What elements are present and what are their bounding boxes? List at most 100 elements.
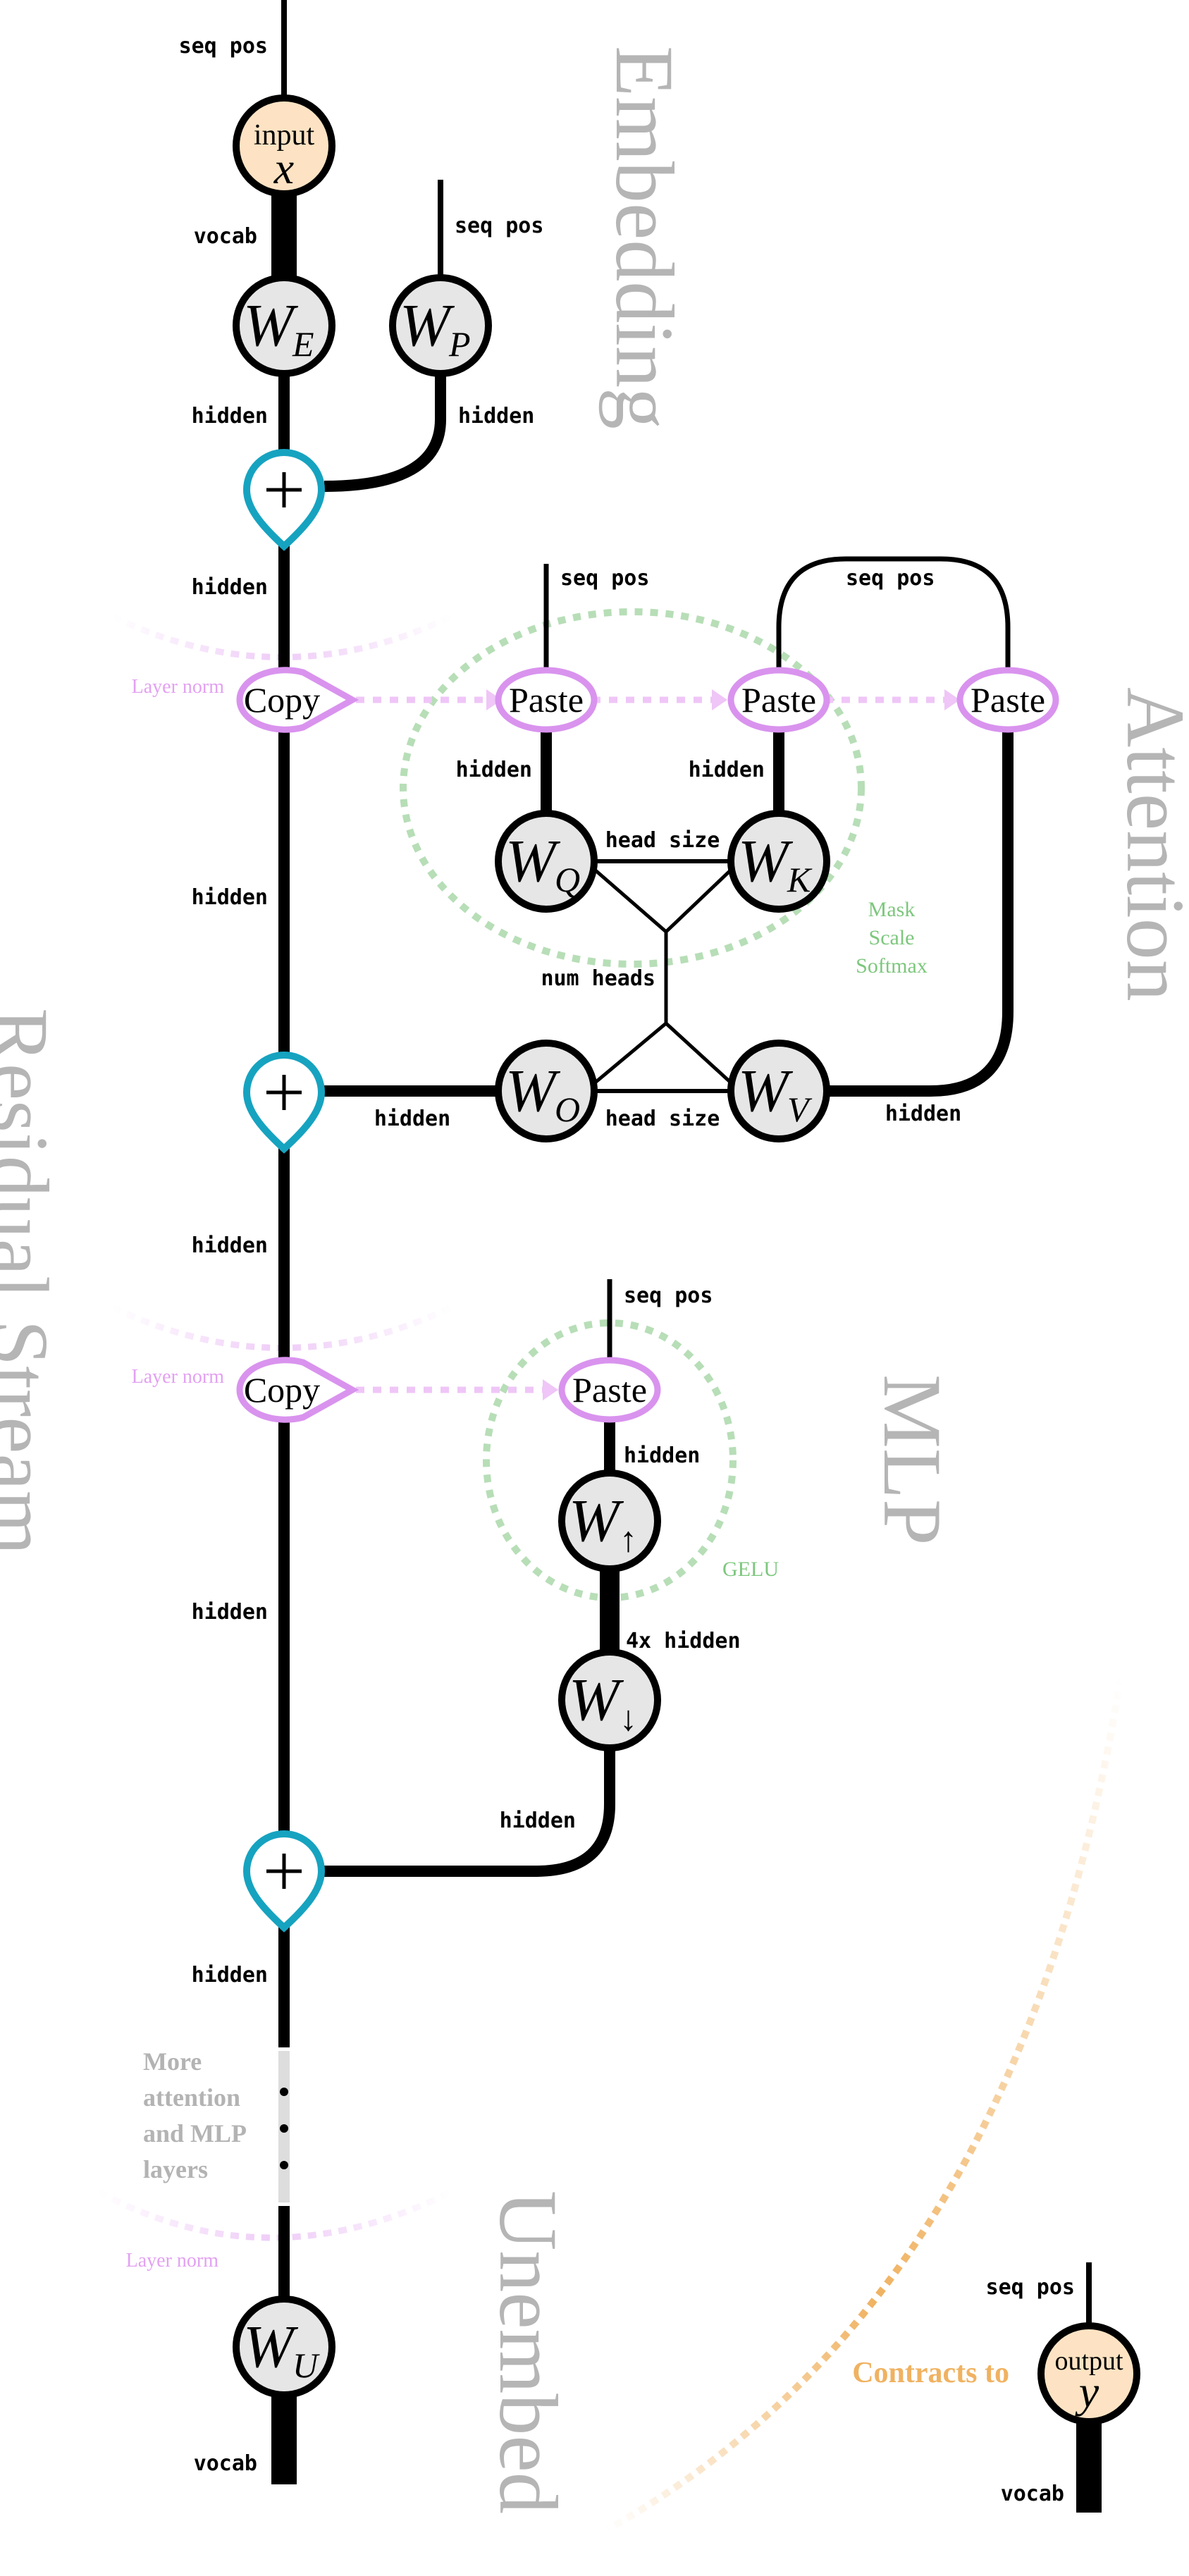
- label-hidden-we: hidden: [192, 404, 268, 429]
- weight-node-wup: W ↑: [558, 1469, 661, 1572]
- svg-text:Q: Q: [555, 860, 580, 899]
- label-seq-pos-mlp: seq pos: [624, 1283, 713, 1308]
- label-hidden-res-3: hidden: [192, 1233, 268, 1258]
- label-4x-hidden: 4x hidden: [626, 1629, 741, 1653]
- more-dot-2: [280, 2124, 288, 2133]
- weight-node-wq: W Q: [495, 810, 598, 913]
- contracts-to-label: Contracts to: [852, 2357, 1009, 2389]
- more-layers-line-1: More: [143, 2047, 202, 2076]
- paste-label-k: Paste: [741, 680, 816, 720]
- svg-text:↑: ↑: [620, 1520, 637, 1559]
- mlp-out-line: [324, 1730, 615, 1877]
- svg-text:O: O: [555, 1090, 580, 1129]
- weight-node-wv: W V: [727, 1040, 830, 1142]
- label-hidden-res-1: hidden: [192, 575, 268, 600]
- copy-label-attention: Copy: [244, 680, 320, 720]
- input-node: input x: [233, 94, 335, 197]
- label-seq-pos-k: seq pos: [846, 566, 935, 591]
- svg-text:U: U: [292, 2346, 320, 2385]
- svg-text:W: W: [738, 1056, 794, 1124]
- k-seq-pos-line: [776, 556, 1011, 673]
- copy-paste-arrow-mlp-head: [543, 1379, 558, 1400]
- add-node-attention: [242, 1052, 326, 1154]
- layer-norm-label-1: Layer norm: [132, 676, 225, 698]
- paste-label-mlp: Paste: [572, 1370, 647, 1410]
- paste-label-q: Paste: [509, 680, 584, 720]
- copy-label-mlp: Copy: [244, 1370, 320, 1410]
- more-dot-1: [280, 2088, 288, 2096]
- input-node-var: x: [273, 143, 294, 193]
- more-layers-line-2: attention: [143, 2083, 240, 2112]
- svg-text:K: K: [787, 860, 813, 899]
- label-hidden-wp: hidden: [458, 404, 534, 429]
- weight-node-wp: W P: [389, 274, 492, 377]
- weight-node-wdown: W ↓: [558, 1648, 661, 1751]
- weight-node-wo: W O: [495, 1040, 598, 1142]
- output-node-title: output: [1054, 2346, 1123, 2376]
- section-residual-stream: Residual Stream: [0, 1008, 66, 1555]
- svg-text:W: W: [243, 291, 299, 359]
- label-hidden-mlp-in: hidden: [624, 1443, 700, 1468]
- label-hidden-wv: hidden: [885, 1102, 961, 1126]
- paste-node-k: [727, 667, 830, 733]
- weight-node-wu: W U: [233, 2295, 335, 2398]
- paste-label-v: Paste: [971, 680, 1045, 720]
- label-hidden-res-2: hidden: [192, 885, 268, 910]
- label-vocab-output: vocab: [194, 2451, 257, 2476]
- scale-label: Scale: [869, 926, 915, 949]
- more-layers-line-3: and MLP: [143, 2119, 247, 2147]
- wp-to-add-line: [324, 356, 446, 492]
- label-vocab-y: vocab: [1001, 2482, 1064, 2506]
- label-head-size-ov: head size: [605, 1107, 720, 1131]
- svg-text:W: W: [738, 827, 794, 894]
- label-hidden-wo: hidden: [374, 1107, 450, 1131]
- svg-text:↓: ↓: [620, 1699, 637, 1738]
- softmax-label: Softmax: [856, 954, 928, 978]
- svg-text:W: W: [243, 2312, 299, 2380]
- label-hidden-q: hidden: [456, 758, 532, 782]
- label-seq-pos-q: seq pos: [560, 566, 649, 591]
- contracts-arc: [604, 1677, 1124, 2534]
- label-seq-pos-input: seq pos: [179, 34, 268, 58]
- layer-norm-label-2: Layer norm: [132, 1366, 225, 1388]
- section-attention: Attention: [1109, 687, 1189, 1002]
- layer-norm-arc-3: [97, 2188, 453, 2241]
- svg-text:P: P: [448, 324, 471, 364]
- section-embedding: Embedding: [598, 46, 691, 429]
- mask-label: Mask: [868, 898, 916, 921]
- label-vocab-input: vocab: [194, 224, 257, 249]
- gelu-label: GELU: [722, 1558, 779, 1581]
- svg-text:E: E: [292, 324, 314, 364]
- weight-node-we: W E: [233, 274, 335, 377]
- label-hidden-res-4: hidden: [192, 1600, 268, 1625]
- label-head-size-qk: head size: [605, 828, 720, 853]
- copy-node-attention: [236, 667, 359, 733]
- label-seq-pos-y: seq pos: [986, 2275, 1075, 2300]
- paste-node-v: [956, 667, 1059, 733]
- svg-text:W: W: [505, 827, 561, 894]
- attention-softmax-region: [400, 608, 865, 968]
- ov-triangle: [584, 1021, 741, 1092]
- svg-text:W: W: [569, 1665, 624, 1733]
- label-seq-pos-wp: seq pos: [455, 214, 543, 238]
- more-dot-3: [280, 2161, 288, 2169]
- paste-node-q: [495, 667, 598, 733]
- svg-text:W: W: [569, 1486, 624, 1554]
- input-node-title: input: [254, 119, 315, 152]
- label-hidden-mlp-out: hidden: [500, 1808, 576, 1833]
- paste-node-mlp: [558, 1357, 661, 1423]
- copy-paste-arrows-attn-heads: [486, 689, 960, 710]
- layer-norm-label-3: Layer norm: [126, 2250, 219, 2272]
- output-node-var: y: [1075, 2367, 1099, 2417]
- weight-node-wk: W K: [727, 810, 830, 913]
- section-unembed: Unembed: [482, 2190, 574, 2514]
- add-node-embedding: [242, 449, 326, 551]
- qk-triangle: [584, 860, 741, 935]
- section-mlp: MLP: [866, 1374, 959, 1546]
- label-num-heads: num heads: [541, 966, 655, 991]
- svg-text:W: W: [400, 291, 455, 359]
- label-hidden-k: hidden: [689, 758, 765, 782]
- svg-text:W: W: [505, 1056, 561, 1124]
- add-node-mlp: [242, 1830, 326, 1933]
